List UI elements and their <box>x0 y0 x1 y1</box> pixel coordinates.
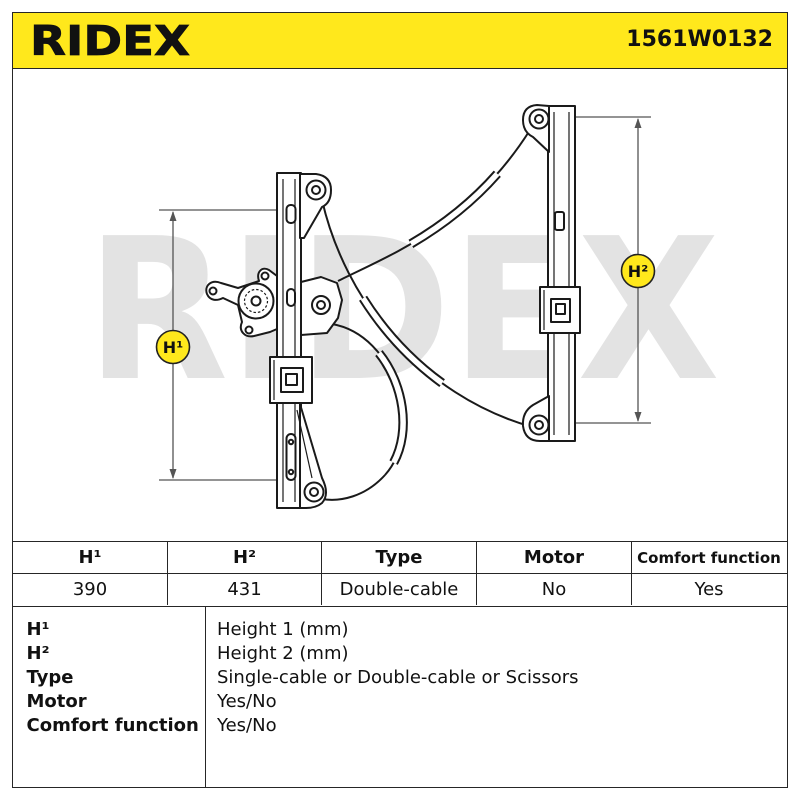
h1-badge-label: H¹ <box>162 338 182 357</box>
brand-logo: RIDEX <box>30 17 191 66</box>
value-motor: No <box>477 574 632 605</box>
mount-hole <box>208 286 217 296</box>
left-top-pulley-hub <box>310 185 321 195</box>
spec-table-header-row: H¹ H² Type Motor Comfort function <box>13 542 787 574</box>
legend-box: H¹ H² Type Motor Comfort function Height… <box>12 607 788 788</box>
left-rail-top-slot <box>285 204 296 224</box>
value-h1: 390 <box>13 574 168 605</box>
legend-descriptions-column: Height 1 (mm) Height 2 (mm) Single-cable… <box>206 607 787 787</box>
h2-badge-circle <box>620 253 655 289</box>
header-comfort-function: Comfort function <box>637 548 781 567</box>
left-glass-carrier <box>268 356 313 404</box>
main-arc-cable-sheath-core <box>318 199 533 430</box>
brand-logo-text: RIDEX <box>30 17 190 65</box>
cable-drum-hub <box>315 300 326 310</box>
legend-term-comfort-function: Comfort function <box>26 715 199 736</box>
diagram-area: RIDEX <box>12 69 788 541</box>
h1-bottom-arrow-icon <box>169 469 176 479</box>
drive-gear-teeth <box>243 288 268 314</box>
h1-top-arrow-icon <box>169 211 176 221</box>
part-number: 1561W0132 <box>626 27 773 52</box>
legend-desc-h2: Height 2 (mm) <box>217 643 349 664</box>
right-top-pulley-hub <box>533 114 544 124</box>
value-comfort-function: Yes <box>694 579 724 600</box>
right-carrier-clip <box>554 303 566 315</box>
mount-hole <box>260 271 269 281</box>
left-rail-rivet <box>287 438 294 446</box>
h1-badge: H¹ <box>155 329 190 365</box>
spec-table: H¹ H² Type Motor Comfort function 390 43… <box>12 541 788 607</box>
legend-desc-comfort-function: Yes/No <box>217 715 277 736</box>
value-type: Double-cable <box>322 574 477 605</box>
spec-table-value-row: 390 431 Double-cable No Yes <box>13 574 787 605</box>
drive-gear-hub <box>250 295 261 307</box>
upper-cable <box>335 127 534 286</box>
watermark-logo: RIDEX <box>86 197 720 425</box>
header-type: Type <box>322 542 477 573</box>
left-bottom-pulley-hub <box>308 487 319 497</box>
legend-desc-motor: Yes/No <box>217 691 277 712</box>
legend-desc-type: Single-cable or Double-cable or Scissors <box>217 667 579 688</box>
header-motor: Motor <box>477 542 632 573</box>
left-rail-bottom-bracket <box>298 403 327 509</box>
value-h2: 431 <box>168 574 322 605</box>
lower-cable <box>321 319 408 501</box>
header-bar: RIDEX 1561W0132 <box>12 12 788 69</box>
main-arc-cable <box>316 198 533 432</box>
left-rail-bracket-line <box>295 409 313 479</box>
mount-hole <box>244 325 253 335</box>
motor-mount-plate <box>204 267 278 338</box>
upper-cable-sheath-core <box>336 128 532 284</box>
legend-terms-column: H¹ H² Type Motor Comfort function <box>13 607 206 787</box>
header-h1: H¹ <box>13 542 168 573</box>
h2-top-arrow-icon <box>634 118 641 128</box>
legend-term-h2: H² <box>26 643 50 664</box>
legend-desc-h1: Height 1 (mm) <box>217 619 349 640</box>
right-bottom-pulley-hub <box>533 420 544 430</box>
lower-cable-sheath-core <box>330 321 406 477</box>
cable-drum-housing <box>299 276 343 336</box>
left-rail <box>275 172 332 509</box>
legend-term-h1: H¹ <box>26 619 50 640</box>
right-rail <box>521 104 576 442</box>
h2-badge-label: H² <box>627 262 647 281</box>
right-rail-slot <box>553 211 565 231</box>
legend-term-type: Type <box>26 667 74 688</box>
legend-term-motor: Motor <box>26 691 87 712</box>
left-rail-rivet <box>287 468 294 476</box>
h1-badge-circle <box>155 329 190 365</box>
right-carrier-body <box>538 286 581 334</box>
left-carrier-clip <box>284 373 298 386</box>
lower-cable-wire-end <box>321 474 386 501</box>
header-h2: H² <box>168 542 322 573</box>
left-rail-long-slot <box>285 433 296 481</box>
right-glass-carrier <box>538 286 581 334</box>
left-rail-mid-slot <box>285 288 296 307</box>
h2-bottom-arrow-icon <box>634 412 641 422</box>
right-rail-body <box>546 105 576 442</box>
window-regulator-diagram: RIDEX <box>86 104 720 509</box>
h2-badge: H² <box>620 253 655 289</box>
